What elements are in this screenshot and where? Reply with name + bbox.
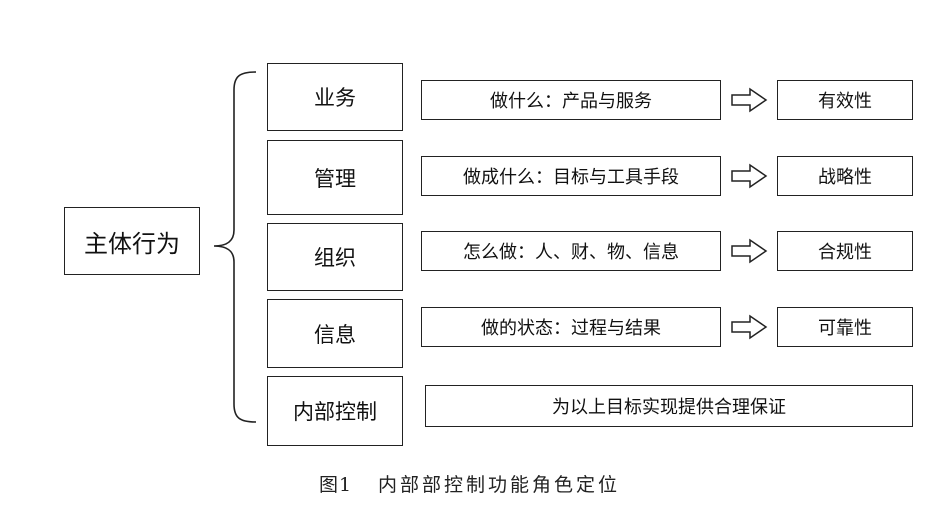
root-label: 主体行为 [84, 229, 180, 258]
description-node-organization: 怎么做：人、财、物、信息 [421, 231, 721, 271]
category-label: 管理 [314, 166, 356, 191]
arrow-icon [731, 238, 768, 264]
category-node-information: 信息 [267, 299, 403, 368]
category-node-management: 管理 [267, 140, 403, 215]
description-node-information: 做的状态：过程与结果 [421, 307, 721, 347]
root-node: 主体行为 [64, 207, 200, 275]
category-label: 信息 [314, 322, 356, 347]
left-brace [213, 71, 257, 423]
arrow-icon [731, 163, 768, 189]
result-node-compliance: 合规性 [777, 231, 913, 271]
description-label: 做的状态：过程与结果 [481, 318, 661, 339]
description-node-management: 做成什么：目标与工具手段 [421, 156, 721, 196]
result-label: 战略性 [818, 167, 872, 188]
arrow-icon [731, 314, 768, 340]
category-node-internal-control: 内部控制 [267, 376, 403, 446]
description-label: 怎么做：人、财、物、信息 [463, 242, 679, 263]
figure-caption: 图1 内部部控制功能角色定位 [0, 470, 939, 497]
result-node-strategic: 战略性 [777, 156, 913, 196]
description-label: 做什么：产品与服务 [490, 91, 652, 112]
category-label: 业务 [314, 86, 356, 110]
result-node-reliability: 可靠性 [777, 307, 913, 347]
description-node-business: 做什么：产品与服务 [421, 80, 721, 120]
result-label: 合规性 [818, 242, 872, 263]
description-label: 为以上目标实现提供合理保证 [552, 397, 786, 418]
result-node-effectiveness: 有效性 [777, 80, 913, 120]
description-label: 做成什么：目标与工具手段 [463, 167, 679, 188]
category-label: 内部控制 [293, 400, 377, 424]
category-label: 组织 [314, 246, 356, 270]
category-node-organization: 组织 [267, 223, 403, 291]
figure-number: 图1 [318, 474, 353, 496]
result-label: 可靠性 [818, 318, 872, 339]
category-node-business: 业务 [267, 63, 403, 131]
description-node-internal-control: 为以上目标实现提供合理保证 [425, 385, 913, 427]
arrow-icon [731, 87, 768, 113]
result-label: 有效性 [818, 91, 872, 112]
figure-title: 内部部控制功能角色定位 [378, 474, 621, 496]
